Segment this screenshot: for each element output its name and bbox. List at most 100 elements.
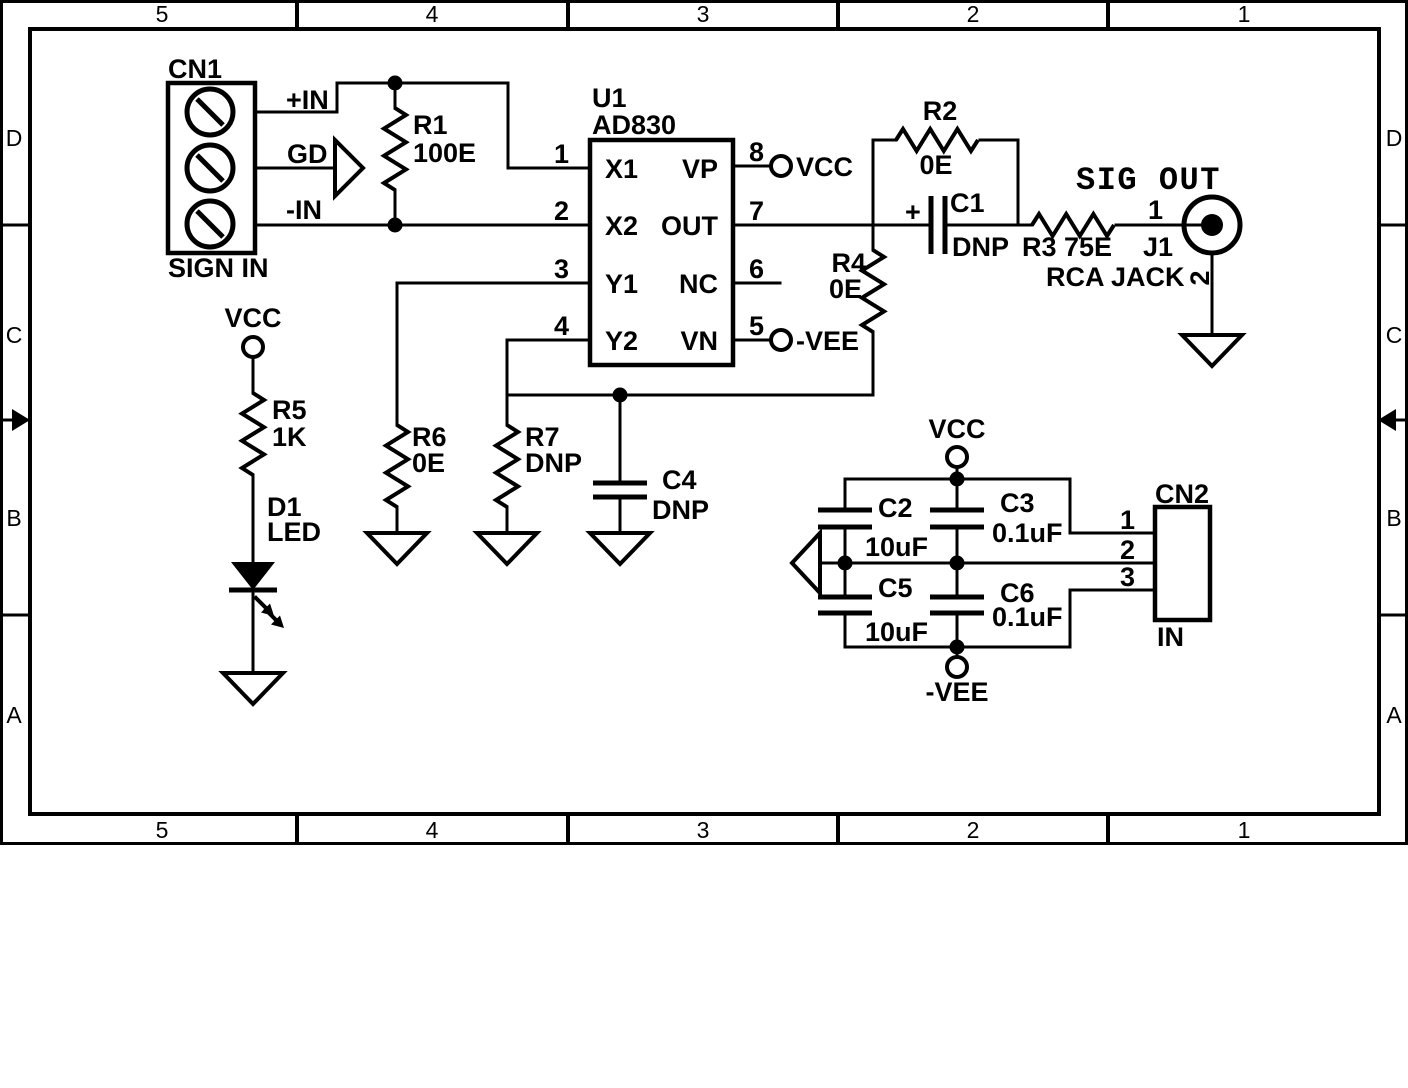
j1-pin1: 1 [1148,195,1163,225]
c6-value: 0.1uF [992,602,1063,632]
left-arrow-icon [12,409,30,431]
vee-net-label: -VEE [925,677,988,707]
resistor-r2: R2 0E [894,96,980,180]
grid-col-label: 4 [426,817,439,843]
c6-ref: C6 [1000,578,1035,608]
bottom-ticks [295,816,1110,843]
cn2-ref: CN2 [1155,479,1209,509]
cn2-caption: IN [1157,622,1184,652]
wire-y1-r6 [395,281,592,535]
wire-r2-legs [871,138,1020,227]
r2-value: 0E [919,150,952,180]
wires [251,81,1214,675]
u1-pin-name: Y2 [605,326,638,356]
gd-reference-icon [333,135,366,201]
r6-ref: R6 [412,422,447,452]
vcc-terminal-icon [241,335,265,359]
grid-col-label: 5 [156,1,169,27]
junction-dot [387,217,403,233]
vee-terminal-icon [945,655,969,679]
vcc-net-label: VCC [796,152,853,182]
psu-section: VCC C2 10uF C3 0.1uF C5 10uF C6 0.1uF -V… [789,414,1213,707]
capacitor-icon [818,507,872,530]
grid-row-label: A [6,702,22,728]
u1-pin-number: 6 [749,254,764,284]
vcc-net-label: VCC [928,414,985,444]
wire-vee-rail [843,588,1157,649]
junction-dot [387,75,403,91]
resistor-icon [1030,210,1116,240]
resistor-r3: R3 75E [1022,210,1116,262]
inner-frame [28,27,1381,816]
u1-body [587,137,736,368]
resistor-icon [894,125,980,155]
u1-pin-name: NC [679,269,718,299]
u1-pin-number: 7 [749,196,764,226]
c2-value: 10uF [865,532,928,562]
u1-pin-name: OUT [661,211,719,241]
r4-value: 0E [829,274,862,304]
c1-value: DNP [952,232,1009,262]
r4-ref: R4 [831,248,866,278]
outer-frame [0,0,1408,845]
reference-arrow-icon [789,527,822,599]
wire-y2-rail [505,338,875,535]
rca-jack-center [1201,214,1223,236]
right-arrow-icon [1378,409,1396,431]
capacitor-c1: + C1 DNP [905,188,1009,262]
resistor-r4: R4 0E [829,248,888,334]
capacitor-c6: C6 0.1uF [930,578,1063,632]
u1-pin-number: 3 [554,254,569,284]
screw-terminal-icon [184,86,236,138]
vcc-terminal-icon [769,154,793,178]
u1-pin-name: X1 [605,154,638,184]
cn2-pin-number: 3 [1120,562,1135,592]
junction-dot [949,555,965,571]
gnd-symbol-icon [472,531,542,567]
u1-pin-name: VP [682,154,718,184]
resistor-r7: R7 DNP [472,422,582,567]
gnd-symbol-icon [1177,333,1247,369]
junction-dot [949,471,965,487]
gnd-symbol-icon [585,531,655,567]
r6-value: 0E [412,448,445,478]
capacitor-icon [818,594,872,616]
gnd-symbol-icon [362,531,432,567]
resistor-icon [492,423,522,509]
r1-value: 100E [413,138,476,168]
connector-cn1: CN1 SIGN IN +IN GD -IN [165,54,366,283]
c5-value: 10uF [865,617,928,647]
led-icon [229,562,284,628]
cn1-pin-label: -IN [286,195,322,225]
grid-row-label: B [1386,505,1401,531]
grid-row-label: D [1386,125,1403,151]
resistor-icon [238,391,268,477]
junction-dot [612,387,628,403]
c5-ref: C5 [878,573,913,603]
c4-ref: C4 [662,465,697,495]
cn2-pin-number: 1 [1120,505,1135,535]
r7-value: DNP [525,448,582,478]
grid-col-label: 1 [1238,817,1251,843]
grid-col-label: 5 [156,817,169,843]
vcc-net-label: VCC [224,303,281,333]
c2-ref: C2 [878,493,913,523]
vee-net-label: -VEE [796,326,859,356]
jack-j1: SIG OUT 1 2 J1 RCA JACK [1046,162,1247,369]
grid-col-label: 3 [697,817,710,843]
r1-ref: R1 [413,110,448,140]
grid-col-label: 4 [426,1,439,27]
u1-pin-number: 8 [749,137,764,167]
capacitor-c5: C5 10uF [818,573,928,647]
u1-pin-number: 4 [554,311,569,341]
c3-value: 0.1uF [992,518,1063,548]
u1-pin-number: 5 [749,311,764,341]
r2-ref: R2 [923,96,958,126]
cn1-pin-label: GD [287,139,328,169]
grid-row-label: C [6,322,23,348]
cn2-pin-number: 2 [1120,535,1135,565]
junction-dots [387,75,965,655]
junction-dot [949,639,965,655]
